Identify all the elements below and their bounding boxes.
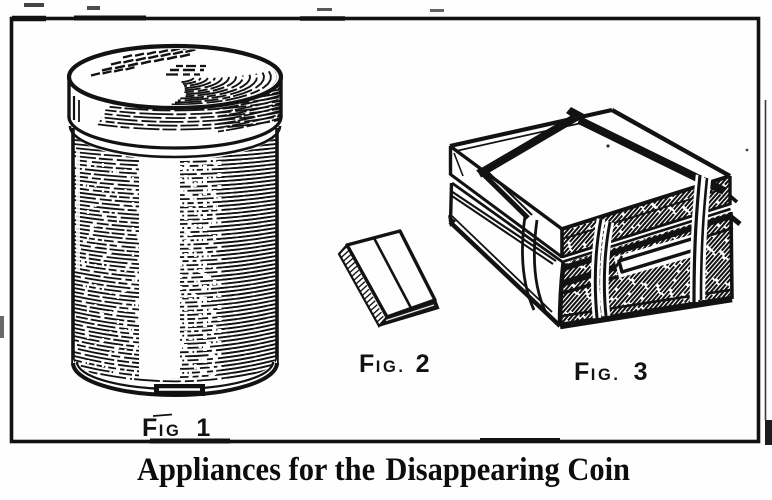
svg-text:FIG.3: FIG.3 xyxy=(574,358,649,386)
svg-text:Appliances for the Disappeari: Appliances for the Disappearing Coin xyxy=(137,452,630,488)
